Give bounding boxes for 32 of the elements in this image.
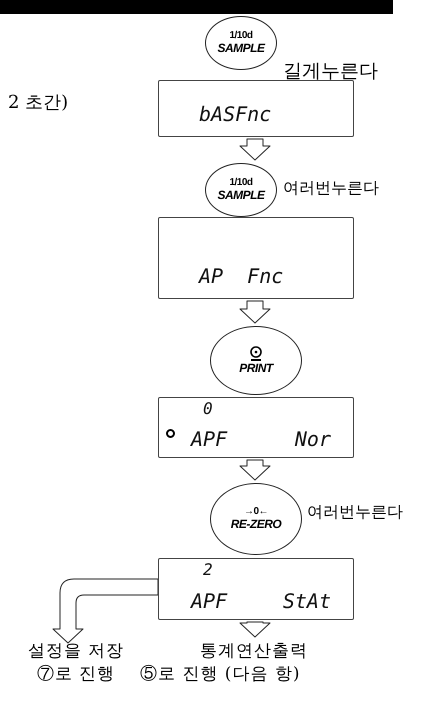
display-readout: APF <box>191 429 228 449</box>
display-panel <box>158 397 354 458</box>
instruction-text: 길게누른다 <box>283 59 378 84</box>
result-text: 설정을 저장 <box>28 640 124 663</box>
display-readout: AP Fnc <box>199 266 284 286</box>
key-label: SAMPLE <box>217 42 264 56</box>
hollow-arrow <box>240 300 270 324</box>
instruction-text: 여러번누른다 <box>283 178 379 199</box>
key-label: 1/10d <box>229 177 253 189</box>
key-label: →0← <box>244 506 268 518</box>
key-label: RE-ZERO <box>230 518 282 532</box>
key-label: SAMPLE <box>217 188 264 203</box>
display-readout: APF <box>191 591 228 611</box>
hollow-arrow <box>240 138 270 160</box>
hollow-arrow <box>52 578 158 644</box>
display-readout: 2 <box>203 562 213 578</box>
key-label: 1/10d <box>229 30 253 42</box>
result-text: ⑤로 진행 (다음 항) <box>140 662 300 686</box>
note-text: 2 초간) <box>8 91 68 114</box>
display-readout: 0 <box>203 401 213 417</box>
display-readout: Nor <box>294 429 331 449</box>
instruction-text: 여러번누른다 <box>307 502 403 523</box>
hollow-arrow <box>240 460 270 480</box>
display-panel <box>158 558 354 620</box>
result-text: 통계연산출력 <box>200 640 308 663</box>
key-label: PRINT <box>239 362 273 376</box>
hollow-arrow <box>240 622 270 638</box>
display-readout: StAt <box>282 591 331 611</box>
display-panel <box>158 217 354 299</box>
display-readout: bASFnc <box>199 104 272 124</box>
display-panel <box>158 80 354 137</box>
result-text: ⑦로 진행 <box>36 662 116 686</box>
